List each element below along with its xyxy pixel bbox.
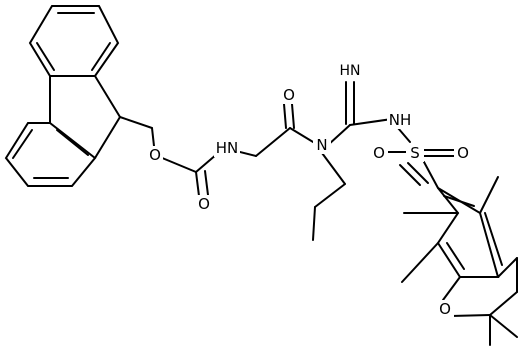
atom-o-s1-label: O <box>373 144 385 162</box>
atom-nh-imine-label: HN <box>340 63 361 79</box>
atom-o-ring-label: O <box>439 300 451 318</box>
atom-o-amide: O <box>280 86 298 104</box>
atom-o-ester-label: O <box>149 146 161 164</box>
atom-o-ring: O <box>436 300 454 318</box>
atom-n-amide: N <box>313 136 331 154</box>
atom-o-carbonyl1-label: O <box>198 195 210 213</box>
bond-skeleton <box>4 5 518 346</box>
atom-o-ester: O <box>145 146 163 164</box>
atom-n-amide-label: N <box>316 136 327 154</box>
atom-nh-carbamate: HN <box>214 139 240 157</box>
atom-o-amide-label: O <box>283 86 295 104</box>
atom-nh-guan: NH <box>387 111 413 129</box>
atom-o-s2-label: O <box>457 144 469 162</box>
atom-o-carbonyl1: O <box>195 195 213 213</box>
atom-nh-carbamate-label: HN <box>216 139 239 157</box>
atom-o-s2: O <box>454 144 472 162</box>
atom-labels: O HN O O N HN NH S <box>145 62 472 318</box>
atom-s-label: S <box>410 144 420 162</box>
atom-o-s1: O <box>370 144 388 162</box>
atom-s: S <box>406 144 424 162</box>
atom-nh-imine: HN <box>337 62 363 80</box>
atom-nh-guan-label: NH <box>389 111 412 129</box>
